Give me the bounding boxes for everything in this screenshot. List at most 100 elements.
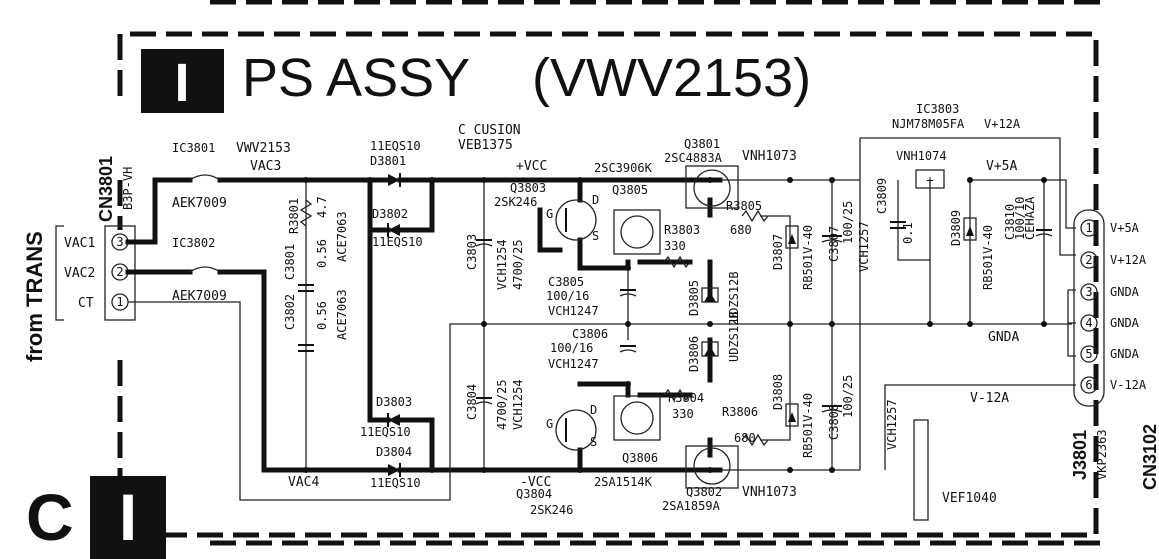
zener-d3805: D3805 UDZS12B (687, 271, 741, 322)
svg-text:4700/25: 4700/25 (511, 239, 525, 290)
svg-text:C3808: C3808 (827, 404, 841, 440)
svg-text:D3803: D3803 (376, 395, 412, 409)
svg-text:D3802: D3802 (372, 207, 408, 221)
svg-text:VCH1247: VCH1247 (548, 304, 599, 318)
svg-text:AEK7009: AEK7009 (172, 289, 227, 304)
svg-text:11EQS10: 11EQS10 (370, 139, 421, 153)
vef1040: VEF1040 (913, 419, 997, 521)
cn3801-part: B3P-VH (121, 167, 135, 210)
svg-text:100/25: 100/25 (841, 375, 855, 418)
svg-text:R3801: R3801 (287, 198, 301, 234)
title-block: I PS ASSY (VWV2153) (141, 48, 811, 113)
svg-text:D: D (590, 403, 597, 417)
svg-text:Q3801: Q3801 (684, 137, 720, 151)
transistor-q3801: Q3801 2SC4883A VNH1073 (664, 137, 797, 209)
svg-text:100/16: 100/16 (546, 289, 589, 303)
svg-text:C3809: C3809 (875, 178, 889, 214)
svg-text:680: 680 (734, 431, 756, 445)
svg-text:D: D (592, 193, 599, 207)
svg-text:2SC4883A: 2SC4883A (664, 151, 723, 165)
svg-text:VNH1073: VNH1073 (742, 485, 797, 500)
svg-text:RB501V-40: RB501V-40 (801, 393, 815, 458)
svg-text:D3801: D3801 (370, 154, 406, 168)
net-vac3: VAC3 (250, 159, 281, 174)
svg-text:VCH1254: VCH1254 (495, 239, 509, 290)
side-label: from TRANS (22, 231, 47, 362)
svg-text:VNH1074: VNH1074 (896, 149, 947, 163)
svg-text:VCH1247: VCH1247 (548, 357, 599, 371)
svg-text:330: 330 (672, 407, 694, 421)
diode-d3804: D3804 11EQS10 (370, 445, 421, 490)
svg-text:4700/25: 4700/25 (495, 379, 509, 430)
resistor-r3803: R3803 330 (663, 223, 700, 269)
svg-text:D3805: D3805 (687, 280, 701, 316)
signal-wiring (128, 137, 1076, 501)
svg-text:V+12A: V+12A (1110, 253, 1147, 267)
cn3801-pin1-name: CT (78, 296, 94, 311)
net-vcc-pos: +VCC (516, 159, 547, 174)
svg-text:UDZS12B: UDZS12B (727, 271, 741, 322)
net-v5: V+5A (986, 159, 1017, 174)
resistor-r3806: R3806 680 (722, 405, 769, 447)
svg-text:C3803: C3803 (465, 234, 479, 270)
svg-text:J3801: J3801 (1070, 430, 1090, 480)
svg-text:GNDA: GNDA (1110, 285, 1140, 299)
svg-text:VEF1040: VEF1040 (942, 491, 997, 506)
corner-badge-c: C (26, 480, 74, 554)
ic3803-regulator: + IC3803 NJM78M05FA V+12A VNH1074 (892, 102, 1021, 189)
svg-text:Q3806: Q3806 (622, 451, 658, 465)
transistor-q3805: Q3805 2SC3906K (594, 161, 661, 255)
svg-text:RB501V-40: RB501V-40 (981, 225, 995, 290)
svg-text:3: 3 (1085, 285, 1092, 299)
svg-text:C3807: C3807 (827, 226, 841, 262)
junction-dots (303, 177, 1047, 473)
svg-text:Q3803: Q3803 (510, 181, 546, 195)
cap-c3809: VCH1257 C3809 0.1 (857, 178, 915, 272)
cushion-label: C CUSION (458, 123, 521, 138)
svg-text:ACE7063: ACE7063 (335, 211, 349, 262)
svg-text:D3804: D3804 (376, 445, 412, 459)
svg-text:6: 6 (1085, 378, 1092, 392)
svg-text:IC3801: IC3801 (172, 141, 215, 155)
title-badge: I (174, 53, 189, 113)
svg-text:UDZS12B: UDZS12B (727, 311, 741, 362)
svg-text:VKP2363: VKP2363 (1095, 429, 1109, 480)
svg-text:C3805: C3805 (548, 275, 584, 289)
svg-text:2SA1859A: 2SA1859A (662, 499, 721, 513)
svg-text:4: 4 (1085, 316, 1092, 330)
svg-text:11EQS10: 11EQS10 (360, 425, 411, 439)
svg-text:2SC3906K: 2SC3906K (594, 161, 653, 175)
svg-text:VNH1073: VNH1073 (742, 149, 797, 164)
svg-text:Q3802: Q3802 (686, 485, 722, 499)
svg-text:2SK246: 2SK246 (530, 503, 573, 517)
cn3801-ref: CN3801 (96, 156, 116, 222)
svg-text:AEK7009: AEK7009 (172, 196, 227, 211)
fet-q3803: D G S Q3803 2SK246 (494, 181, 599, 243)
svg-text:5: 5 (1085, 347, 1092, 361)
svg-text:2SK246: 2SK246 (494, 195, 537, 209)
svg-text:0.56: 0.56 (315, 239, 329, 268)
svg-text:GNDA: GNDA (1110, 347, 1140, 361)
svg-text:2SA1514K: 2SA1514K (594, 475, 653, 489)
cap-c3807: C3807 100/25 (821, 201, 855, 262)
svg-text:RB501V-40: RB501V-40 (801, 225, 815, 290)
diode-d3803: D3803 11EQS10 (360, 395, 412, 439)
cn3801-pin3-name: VAC1 (64, 236, 95, 251)
svg-text:VCH1254: VCH1254 (511, 379, 525, 430)
svg-text:Q3804: Q3804 (516, 487, 552, 501)
net-vac4: VAC4 (288, 475, 319, 490)
svg-text:CEHAZA: CEHAZA (1023, 196, 1037, 240)
page-title-model: (VWV2153) (532, 48, 811, 108)
cap-c3804: C3804 4700/25 VCH1254 (465, 379, 525, 430)
svg-text:100/16: 100/16 (550, 341, 593, 355)
cap-c3808: C3808 100/25 (821, 375, 855, 440)
net-vwv: VWV2153 (236, 141, 291, 156)
svg-text:4.7: 4.7 (315, 196, 329, 218)
svg-text:Q3805: Q3805 (612, 183, 648, 197)
svg-text:100/10: 100/10 (1013, 197, 1027, 240)
vch1257-label: VCH1257 (885, 399, 899, 450)
svg-text:R3804: R3804 (668, 391, 704, 405)
svg-text:IC3803: IC3803 (916, 102, 959, 116)
diode-d3808: D3808 RB501V-40 (771, 374, 815, 458)
